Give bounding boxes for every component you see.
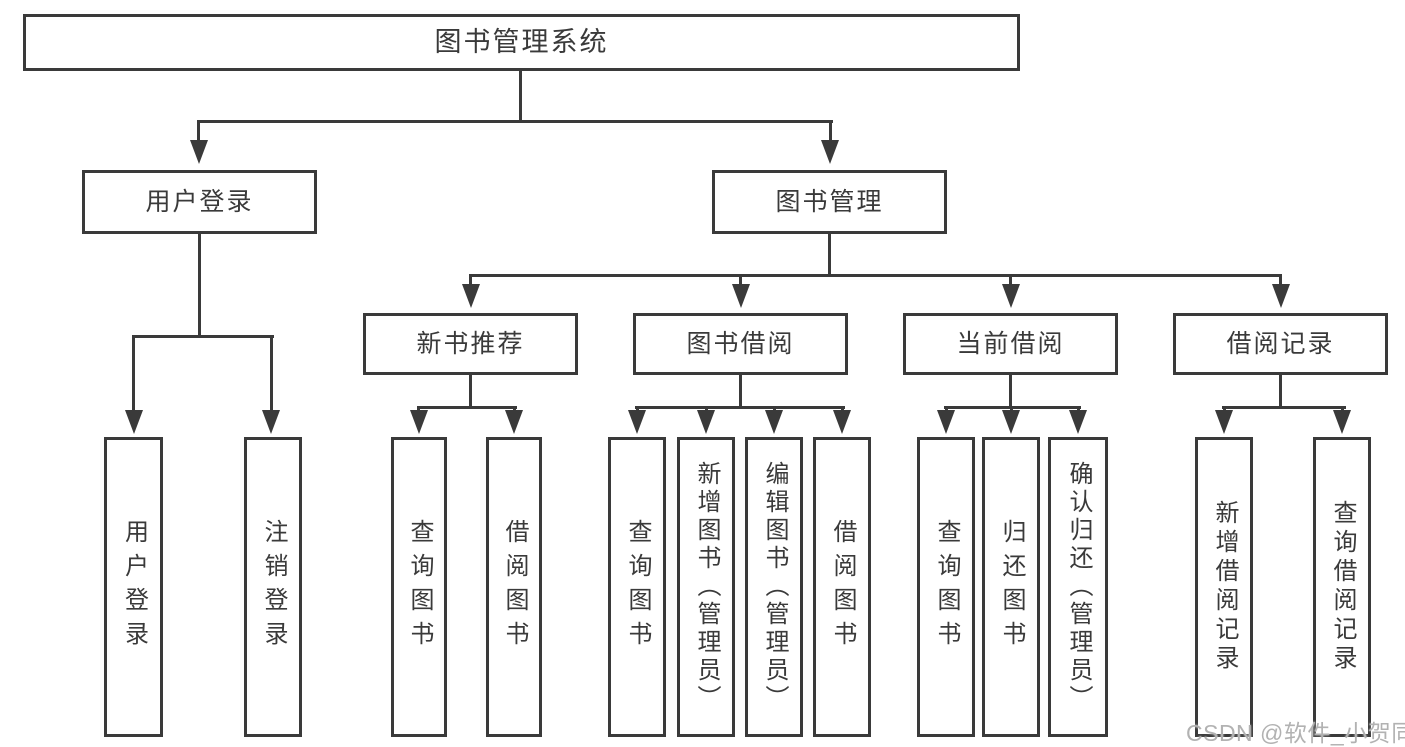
connector-current-stem [1009,375,1012,409]
node-user-login-label: 用户登录 [145,188,254,216]
arrow-down-icon [1002,284,1020,308]
leaf-query-borrow-record: 查询借阅记录 [1313,437,1371,737]
connector-user-login-stem [198,234,201,338]
connector-root-branch [197,120,833,123]
arrow-down-icon [937,410,955,434]
connector-leaf-drop [132,335,135,415]
connector-level3-drop [1279,274,1282,288]
leaf-borrow-books-recommend-label: 借阅图书 [501,519,528,655]
connector-level3-drop [739,274,742,288]
connector-user-login-drop [197,120,200,146]
leaf-add-borrow-record-label: 新增借阅记录 [1211,500,1238,674]
node-book-borrowing-label: 图书借阅 [686,330,795,358]
arrow-down-icon [833,410,851,434]
connector-book-mgmt-drop [829,120,832,146]
leaf-query-books-recommend-label: 查询图书 [406,519,433,655]
arrow-down-icon [462,284,480,308]
arrow-down-icon [732,284,750,308]
connector-leaf-drop [270,335,273,415]
leaf-borrow-books-recommend: 借阅图书 [486,437,542,737]
node-borrowing-records: 借阅记录 [1173,313,1388,375]
arrow-down-icon [1333,410,1351,434]
leaf-query-books-current-label: 查询图书 [933,519,960,655]
arrow-down-icon [505,410,523,434]
connector-root-stem [519,71,522,122]
leaf-confirm-return-admin-label: 确认归还（管理员） [1065,461,1092,713]
leaf-confirm-return-admin: 确认归还（管理员） [1048,437,1108,737]
leaf-add-books-admin: 新增图书（管理员） [677,437,735,737]
connector-records-branch [1222,406,1346,409]
csdn-watermark: CSDN @软件_小贺同学 [1186,720,1405,746]
leaf-logout-label: 注销登录 [260,519,287,655]
node-book-borrowing: 图书借阅 [633,313,848,375]
arrow-down-icon [262,410,280,434]
arrow-down-icon [765,410,783,434]
node-current-borrowing-label: 当前借阅 [956,330,1065,358]
leaf-logout: 注销登录 [244,437,302,737]
leaf-return-books: 归还图书 [982,437,1040,737]
connector-newbook-branch [417,406,517,409]
arrow-down-icon [410,410,428,434]
leaf-query-books-borrowing: 查询图书 [608,437,666,737]
connector-records-stem [1279,375,1282,409]
leaf-return-books-label: 归还图书 [998,519,1025,655]
node-book-management: 图书管理 [712,170,947,234]
leaf-query-books-recommend: 查询图书 [391,437,447,737]
arrow-down-icon [628,410,646,434]
leaf-user-login: 用户登录 [104,437,163,737]
leaf-query-books-borrowing-label: 查询图书 [624,519,651,655]
connector-level3-drop [469,274,472,288]
leaf-edit-books-admin-label: 编辑图书（管理员） [761,461,788,713]
node-library-management-system-label: 图书管理系统 [434,27,609,58]
leaf-borrow-books-label: 借阅图书 [829,519,856,655]
node-current-borrowing: 当前借阅 [903,313,1118,375]
connector-level3-branch [469,274,1282,277]
arrow-down-icon [1272,284,1290,308]
connector-book-mgmt-stem [828,234,831,277]
arrow-down-icon [125,410,143,434]
arrow-down-icon [821,140,839,164]
leaf-add-borrow-record: 新增借阅记录 [1195,437,1253,737]
arrow-down-icon [697,410,715,434]
connector-borrowing-branch [635,406,845,409]
connector-level3-drop [1009,274,1012,288]
leaf-add-books-admin-label: 新增图书（管理员） [693,461,720,713]
connector-borrowing-stem [739,375,742,409]
arrow-down-icon [1215,410,1233,434]
node-book-management-label: 图书管理 [775,188,884,216]
arrow-down-icon [1069,410,1087,434]
leaf-borrow-books: 借阅图书 [813,437,871,737]
node-user-login: 用户登录 [82,170,317,234]
leaf-query-books-current: 查询图书 [917,437,975,737]
arrow-down-icon [190,140,208,164]
node-new-book-recommendation-label: 新书推荐 [416,330,525,358]
node-library-management-system: 图书管理系统 [23,14,1020,71]
connector-newbook-stem [469,375,472,409]
leaf-query-borrow-record-label: 查询借阅记录 [1329,500,1356,674]
connector-user-login-branch [132,335,274,338]
arrow-down-icon [1002,410,1020,434]
leaf-edit-books-admin: 编辑图书（管理员） [745,437,803,737]
node-new-book-recommendation: 新书推荐 [363,313,578,375]
node-borrowing-records-label: 借阅记录 [1226,330,1335,358]
leaf-user-login-label: 用户登录 [120,519,148,655]
